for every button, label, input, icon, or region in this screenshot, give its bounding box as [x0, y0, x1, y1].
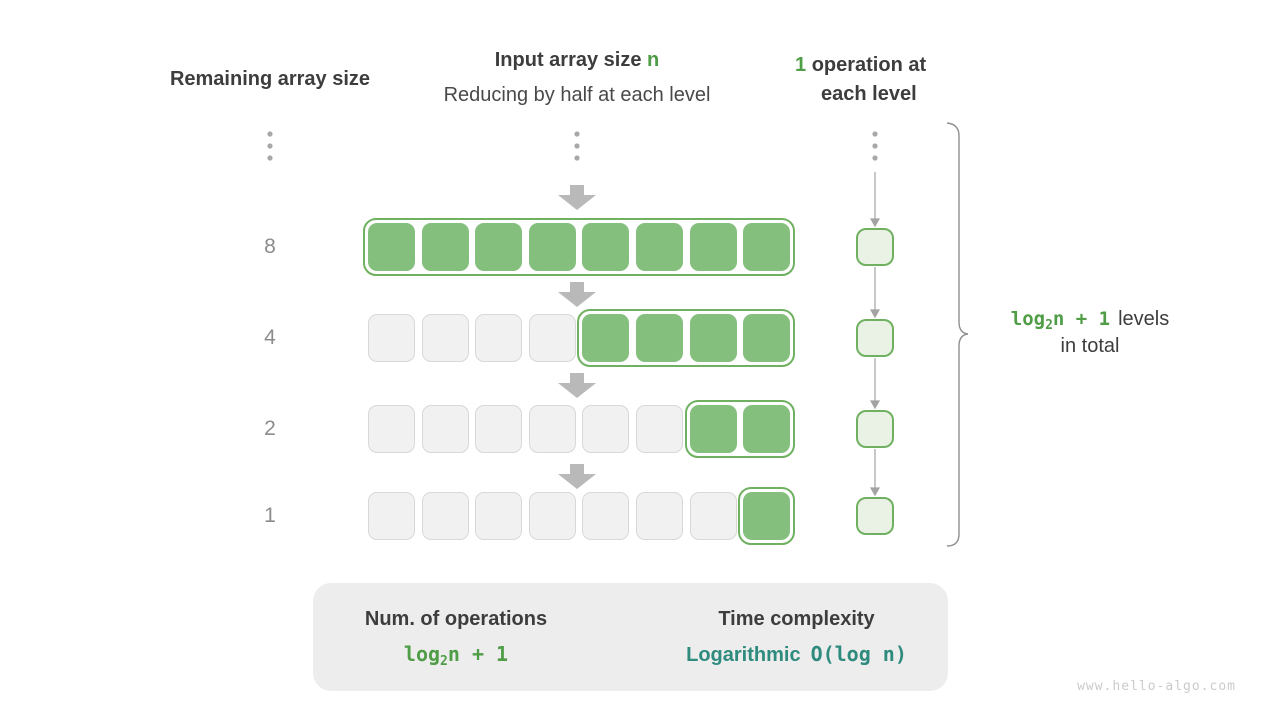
header-operations-line1: 1 operation at	[795, 54, 927, 76]
complexity-summary-value: Logarithmic O(log n)	[653, 641, 940, 669]
operations-summary-formula: log2n + 1	[403, 642, 509, 669]
active-cell	[689, 405, 737, 453]
operations-summary: Num. of operations log2n + 1	[331, 606, 581, 668]
discarded-cell	[421, 492, 469, 540]
discarded-cell	[636, 405, 683, 453]
complexity-notation: O(log n)	[810, 642, 907, 666]
header-operations-line2: each level	[821, 83, 917, 105]
levels-annotation-line2: in total	[1060, 335, 1120, 357]
header-remaining-size: Remaining array size	[169, 68, 371, 90]
active-cell	[636, 314, 683, 362]
array-row	[363, 309, 796, 367]
vertical-ellipsis	[267, 131, 878, 161]
operation-box	[856, 228, 894, 266]
operations-summary-title: Num. of operations	[364, 608, 548, 630]
active-cell	[421, 223, 469, 271]
active-cell	[582, 314, 630, 362]
discarded-cell	[689, 492, 737, 540]
remaining-size-label: 2	[264, 417, 276, 440]
operation-box	[856, 319, 894, 357]
discarded-cell	[368, 492, 415, 540]
operation-box	[856, 497, 894, 535]
active-cell	[689, 314, 737, 362]
levels-brace	[946, 122, 969, 547]
complexity-summary-title: Time complexity	[718, 608, 875, 630]
active-cell	[743, 492, 791, 540]
remaining-size-label: 1	[264, 504, 276, 527]
discarded-cell	[421, 314, 469, 362]
discarded-cell	[475, 314, 523, 362]
discarded-cell	[528, 492, 576, 540]
summary-panel: Num. of operations log2n + 1 Time comple…	[313, 583, 948, 691]
discarded-cell	[475, 405, 523, 453]
discarded-cell	[475, 492, 523, 540]
remaining-size-label: 4	[264, 326, 276, 349]
active-cell	[743, 314, 791, 362]
header-operations: 1 operation at each level	[795, 51, 995, 109]
active-cell	[582, 223, 630, 271]
header-input-size-title: Input array size n	[494, 49, 660, 71]
watermark: www.hello-algo.com	[1077, 679, 1236, 694]
header-input-size: Input array size n Reducing by half at e…	[377, 47, 777, 108]
array-row	[363, 487, 796, 545]
active-cell	[368, 223, 415, 271]
discarded-cell	[582, 492, 630, 540]
active-cell	[689, 223, 737, 271]
discarded-cell	[636, 492, 683, 540]
n-accent: n	[647, 49, 660, 71]
discarded-cell	[528, 405, 576, 453]
active-cell	[743, 223, 791, 271]
header-input-size-subtitle: Reducing by half at each level	[443, 84, 711, 106]
active-cell	[743, 405, 791, 453]
operation-box	[856, 410, 894, 448]
complexity-summary: Time complexity Logarithmic O(log n)	[653, 606, 940, 669]
levels-formula: log2n + 1	[1010, 308, 1111, 333]
active-cell	[528, 223, 576, 271]
array-row	[363, 400, 796, 458]
array-row	[363, 218, 796, 276]
discarded-cell	[368, 405, 415, 453]
one-accent: 1	[795, 54, 807, 76]
discarded-cell	[528, 314, 576, 362]
discarded-cell	[421, 405, 469, 453]
complexity-name: Logarithmic	[686, 644, 801, 666]
discarded-cell	[368, 314, 415, 362]
discarded-cell	[582, 405, 630, 453]
active-cell	[475, 223, 523, 271]
active-cell	[636, 223, 683, 271]
remaining-size-label: 8	[264, 235, 276, 258]
